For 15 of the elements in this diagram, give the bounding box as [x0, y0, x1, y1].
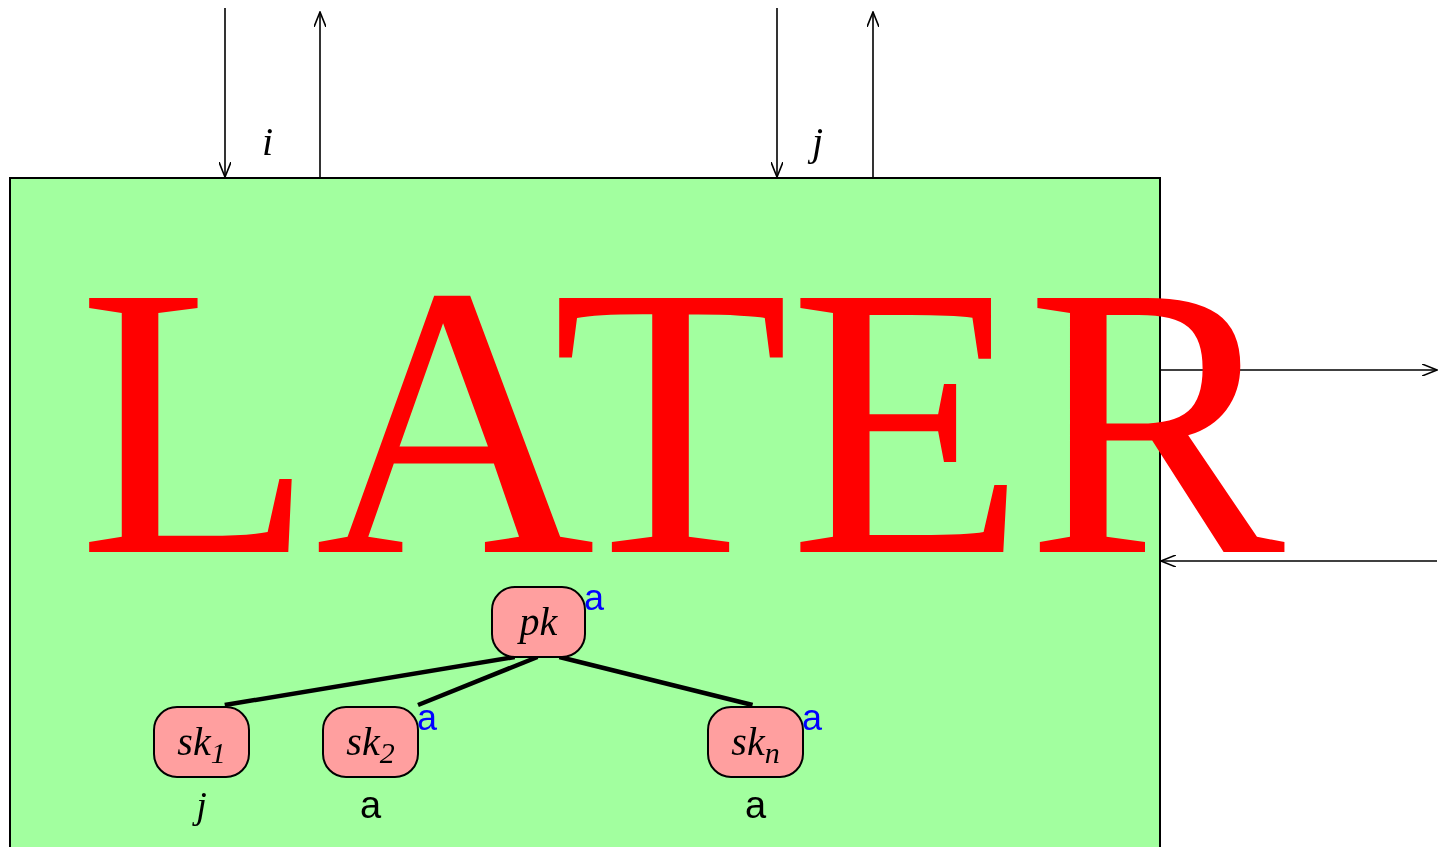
node-annotation: a: [417, 700, 438, 736]
arrow: [866, 11, 880, 178]
variable-label: i: [262, 118, 274, 166]
node-annotation: j: [186, 786, 217, 824]
node-annotation: a: [802, 700, 823, 736]
connector-line: [224, 654, 516, 708]
node-annotation: a: [743, 786, 768, 824]
arrow: [218, 7, 232, 178]
key-node: sk$_{1}$: [153, 706, 250, 778]
arrow: [313, 11, 327, 178]
arrow: [770, 7, 784, 178]
key-node: sk$_{2}$: [322, 706, 419, 778]
key-node: sk$_{n}$: [707, 706, 804, 778]
connector-line: [558, 654, 754, 708]
node-annotation: a: [358, 786, 383, 824]
